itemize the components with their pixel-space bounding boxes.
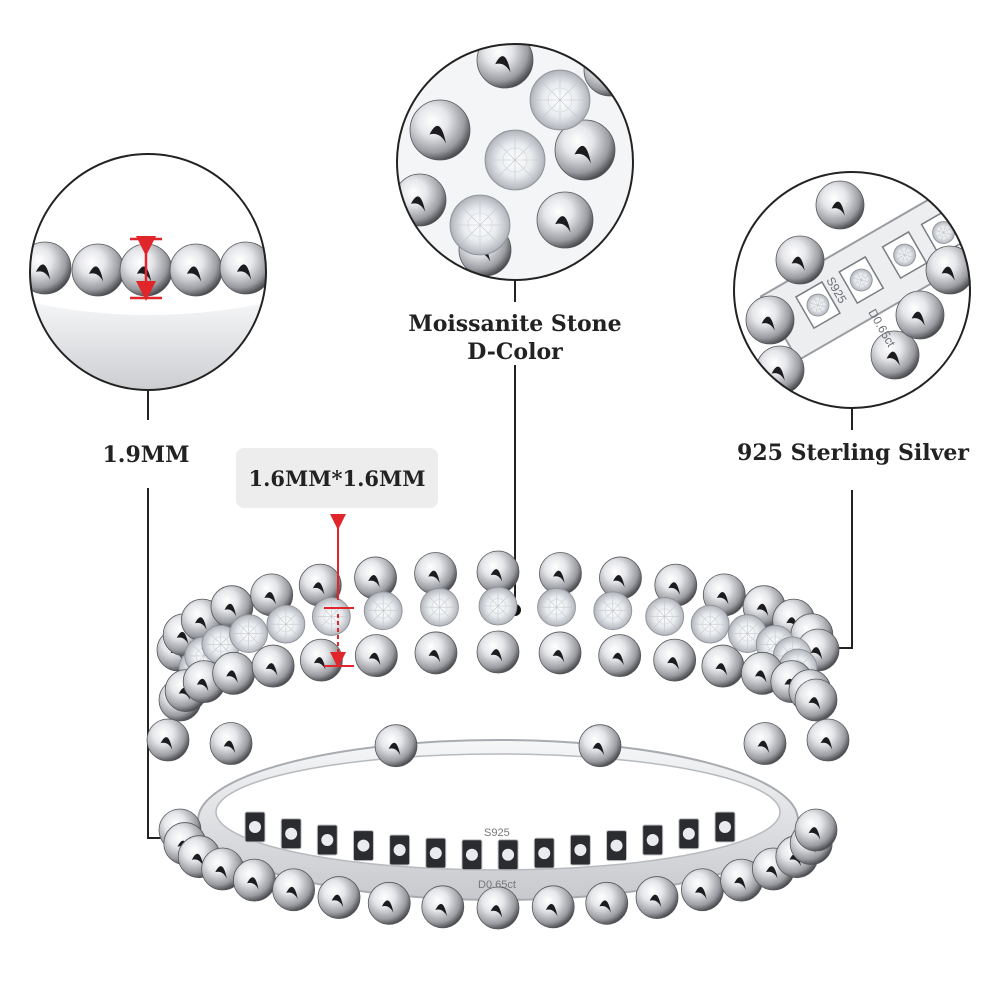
silver-bead xyxy=(794,678,838,722)
band-thickness-label: 1.9MM xyxy=(102,442,190,468)
moissanite-stone xyxy=(537,587,576,627)
stone-size-badge: 1.6MM*1.6MM xyxy=(236,448,438,508)
silver-bead xyxy=(578,724,622,768)
silver-bead xyxy=(169,243,223,297)
silver-bead xyxy=(397,173,447,227)
silver-bead xyxy=(745,295,795,345)
moissanite-stone xyxy=(690,604,730,644)
stone-type-line2: D-Color xyxy=(467,339,563,365)
silver-bead xyxy=(299,638,343,682)
metal-label: 925 Sterling Silver xyxy=(737,440,969,466)
silver-bead xyxy=(870,330,920,380)
silver-bead xyxy=(538,631,582,675)
silver-bead xyxy=(681,868,724,912)
moissanite-stone xyxy=(484,129,546,191)
detail-circle-stamp: S925 D0.65ct xyxy=(733,171,971,409)
moissanite-stone xyxy=(266,604,306,644)
silver-bead xyxy=(536,191,594,249)
silver-bead xyxy=(895,290,945,340)
moissanite-stone xyxy=(893,243,916,267)
moissanite-stone xyxy=(363,591,403,631)
detail-circle-stones xyxy=(396,43,634,281)
moissanite-stone xyxy=(849,268,873,292)
silver-bead xyxy=(212,651,255,695)
ring-image: S925 D0.65ct xyxy=(146,550,850,930)
moissanite-stone xyxy=(420,587,459,627)
silver-bead xyxy=(354,556,397,600)
silver-bead xyxy=(806,718,850,762)
stone-size-text: 1.6MM*1.6MM xyxy=(248,465,426,491)
silver-bead xyxy=(701,644,745,688)
ring-stamp-s925: S925 xyxy=(484,827,510,839)
moissanite-stone xyxy=(645,597,685,636)
silver-bead xyxy=(272,868,315,912)
moissanite-stone xyxy=(932,221,955,244)
detail-circle-thickness xyxy=(29,153,267,391)
silver-bead xyxy=(317,876,361,919)
silver-bead xyxy=(585,881,629,925)
silver-bead xyxy=(775,235,825,285)
silver-bead xyxy=(209,722,253,765)
silver-bead xyxy=(232,858,276,902)
silver-bead xyxy=(476,44,534,89)
silver-bead xyxy=(354,634,398,678)
silver-bead xyxy=(476,886,520,930)
silver-bead xyxy=(476,630,520,674)
silver-bead xyxy=(599,556,642,600)
silver-bead xyxy=(794,808,838,852)
silver-bead xyxy=(421,885,465,929)
moissanite-stone xyxy=(806,293,830,317)
moissanite-stone xyxy=(449,194,511,256)
silver-bead xyxy=(30,241,72,295)
silver-bead xyxy=(531,885,575,929)
moissanite-stone xyxy=(593,591,633,631)
silver-bead xyxy=(654,563,698,607)
silver-bead xyxy=(146,718,190,762)
silver-bead xyxy=(367,881,411,925)
silver-bead xyxy=(635,876,679,919)
silver-bead xyxy=(409,99,471,161)
silver-bead xyxy=(755,345,805,395)
silver-bead xyxy=(743,722,787,765)
silver-bead xyxy=(598,634,642,678)
stone-type-label: Moissanite Stone D-Color xyxy=(390,310,640,366)
silver-bead xyxy=(71,243,125,297)
moissanite-stone xyxy=(529,69,591,131)
silver-bead xyxy=(583,44,633,97)
stone-type-line1: Moissanite Stone xyxy=(408,311,622,337)
silver-bead xyxy=(374,724,418,768)
stone-size-measure-icon xyxy=(324,514,354,668)
silver-bead xyxy=(414,552,457,595)
moissanite-stone xyxy=(478,586,518,626)
moissanite-stone xyxy=(311,597,351,636)
silver-bead xyxy=(251,644,295,688)
silver-bead xyxy=(219,241,266,295)
thickness-measure-icon xyxy=(130,236,162,301)
moissanite-stone xyxy=(229,614,268,653)
silver-bead xyxy=(925,245,970,295)
silver-bead xyxy=(414,631,458,675)
ring-stamp-carat: D0.65ct xyxy=(478,879,516,891)
silver-bead xyxy=(554,119,616,181)
silver-bead xyxy=(815,180,865,230)
silver-bead xyxy=(653,638,697,682)
